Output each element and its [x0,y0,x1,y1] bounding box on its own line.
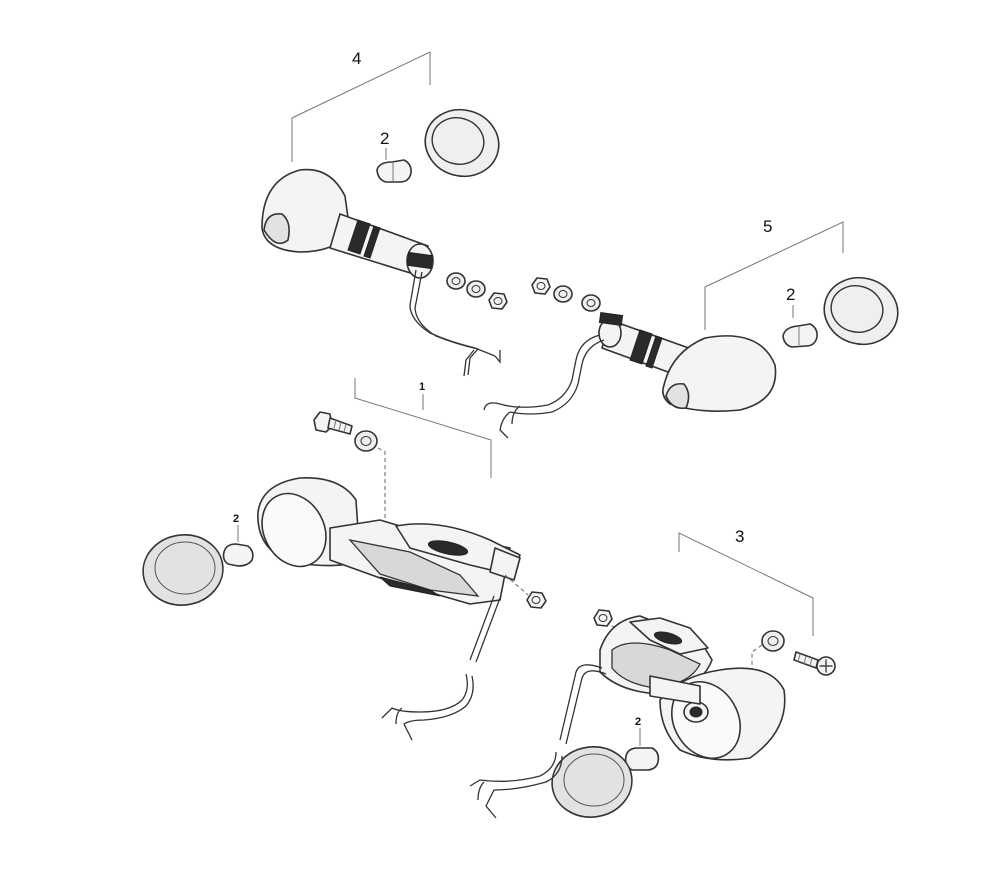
indicator-housing-3 [599,615,786,761]
lens-ring-4 [424,108,500,178]
wires-1 [381,595,501,741]
assembly-1: 1 2 [142,378,547,741]
callout-3: 3 [735,527,744,546]
callout-5: 5 [763,217,772,236]
callout-2-left: 2 [233,513,239,525]
bracket-4 [291,51,431,162]
bolt-3 [793,651,836,676]
nut-1 [526,591,547,609]
lens-3 [551,746,633,818]
bulb-1 [222,525,254,567]
indicator-housing-5 [598,311,777,412]
nut-3 [593,609,613,627]
washers-5 [531,277,601,312]
washer-1 [354,430,378,452]
callout-4: 4 [352,49,361,68]
bolt-1 [313,411,353,435]
callout-2-bottom: 2 [635,716,641,728]
lens-ring-5 [823,276,899,346]
assembly-3: 3 [469,527,836,819]
bracket-1 [354,378,492,478]
indicator-housing-4 [261,168,434,279]
bulb-5 [782,305,818,348]
bracket-3 [678,532,814,636]
wires-3 [469,664,607,819]
wires-4 [409,269,501,377]
callout-1: 1 [419,381,425,393]
wires-5 [483,334,605,439]
bulb-3 [624,728,660,771]
bracket-5 [704,221,844,330]
assembly-5: 5 2 [483,217,899,439]
callout-2-right: 2 [786,285,795,304]
lens-1 [142,534,224,606]
washers-4 [446,272,508,310]
indicator-housing-1 [257,477,521,605]
bulb-4 [376,148,412,183]
washer-3 [761,630,785,652]
callout-2-top: 2 [380,129,389,148]
assembly-4: 4 2 [261,49,508,377]
